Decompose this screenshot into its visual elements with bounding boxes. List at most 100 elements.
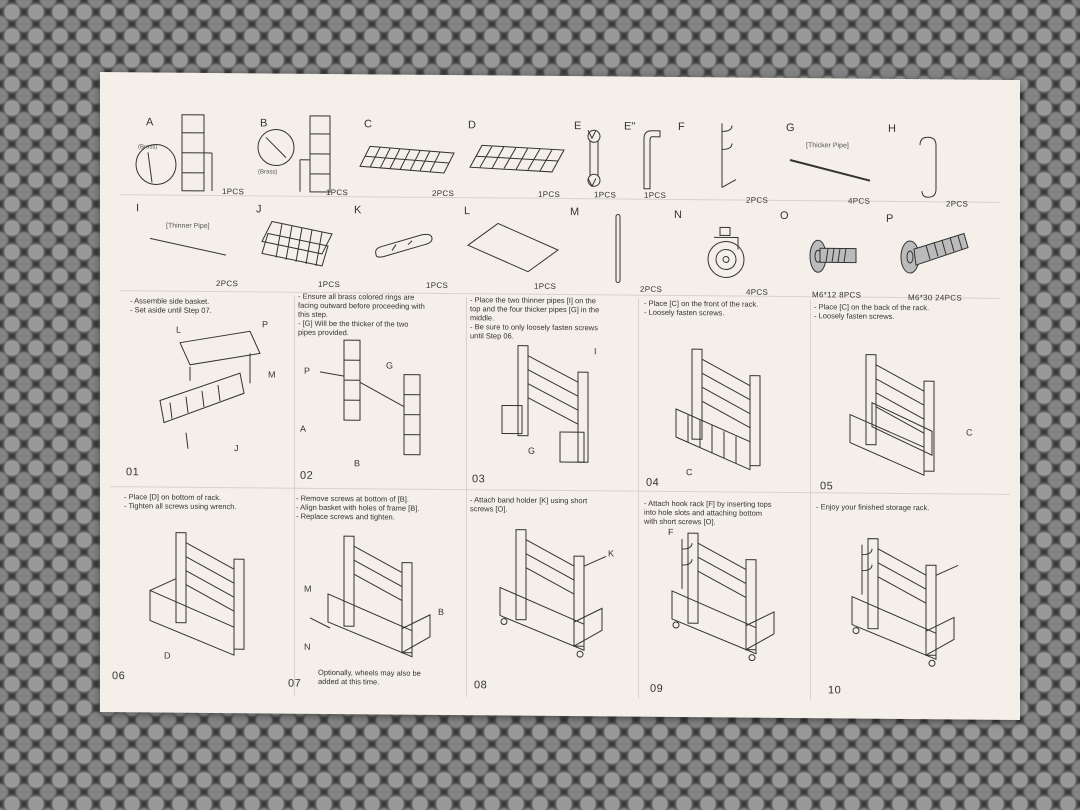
callout-p: P xyxy=(304,366,310,376)
step-03-instructions: - Place the two thinner pipes [I] on the… xyxy=(470,295,600,341)
hook-rack-drawing xyxy=(721,123,737,188)
part-h-qty: 2PCS xyxy=(946,199,969,209)
step-06-number: 06 xyxy=(112,670,126,683)
callout-b: B xyxy=(438,607,444,617)
callout-j: J xyxy=(234,443,238,453)
rod-drawing xyxy=(615,214,621,284)
step-07-optional-note: Optionally, wheels may also be added at … xyxy=(318,667,421,687)
callout-g: G xyxy=(386,360,393,370)
part-i-note: [Thinner Pipe] xyxy=(166,222,210,230)
part-m-letter: M xyxy=(570,206,580,219)
thin-pipe-drawing xyxy=(149,237,227,256)
callout-a: A xyxy=(300,424,306,434)
step-04-instructions: - Place [C] on the front of the rack. - … xyxy=(644,298,759,318)
step-09-diagram: F xyxy=(668,527,775,662)
part-e-qty: 1PCS xyxy=(594,190,617,200)
callout-m: M xyxy=(268,369,275,379)
step-04-diagram: C xyxy=(675,348,761,477)
part-c-letter: C xyxy=(364,118,372,131)
callout-d: D xyxy=(164,651,171,661)
step-07-number: 07 xyxy=(288,677,302,690)
callout-l: L xyxy=(176,325,181,335)
part-j-letter: J xyxy=(256,203,262,216)
step-05-number: 05 xyxy=(820,480,834,493)
allen-key-icon xyxy=(643,130,661,190)
step-10-instructions: - Enjoy your finished storage rack. xyxy=(816,502,930,513)
divider xyxy=(466,297,467,698)
part-o-letter: O xyxy=(780,209,789,222)
part-b-qty: 1PCS xyxy=(326,187,349,198)
frame-drawing xyxy=(467,222,559,273)
step-02-instructions: - Ensure all brass colored rings are fac… xyxy=(298,291,425,338)
part-f-qty: 2PCS xyxy=(746,195,769,205)
part-k-letter: K xyxy=(354,204,362,217)
step-09-instructions: - Attach hook rack [F] by inserting tops… xyxy=(644,498,772,527)
step-09-number: 09 xyxy=(650,682,664,695)
s-hook-drawing xyxy=(919,136,937,198)
step-04-number: 04 xyxy=(646,476,660,489)
part-h-letter: H xyxy=(888,122,896,135)
step-06-instructions: - Place [D] on bottom of rack. - Tighten… xyxy=(124,492,237,512)
part-e2-letter: E" xyxy=(624,120,636,133)
part-b-drawing xyxy=(257,115,331,193)
part-n-qty: 4PCS xyxy=(746,287,769,297)
part-l-letter: L xyxy=(464,205,471,218)
callout-n: N xyxy=(304,642,310,652)
part-n-letter: N xyxy=(674,208,682,222)
basket-drawing xyxy=(261,220,333,267)
callout-p: P xyxy=(262,319,268,329)
part-p-qty: M6*30 24PCS xyxy=(908,293,962,303)
callout-c: C xyxy=(966,428,973,438)
step-03-number: 03 xyxy=(472,473,486,486)
part-m-qty: 2PCS xyxy=(640,284,663,294)
part-c-drawing xyxy=(359,145,455,174)
long-screw-drawing xyxy=(900,232,969,274)
step-07-instructions: - Remove screws at bottom of [B]. - Alig… xyxy=(296,493,420,522)
callout-m: M xyxy=(304,584,311,594)
callout-g: G xyxy=(528,446,535,456)
step-08-instructions: - Attach band holder [K] using short scr… xyxy=(470,495,588,514)
step-01-instructions: - Assemble side basket. - Set aside unti… xyxy=(130,296,212,315)
part-e-letter: E xyxy=(574,120,582,133)
instruction-sheet: A (Brass) 1PCS B (Brass) 1PCS C 2PCS D 1… xyxy=(100,71,1020,721)
step-02-number: 02 xyxy=(300,469,314,482)
step-02-diagram: P G A B xyxy=(300,339,421,468)
part-l-qty: 1PCS xyxy=(534,281,557,291)
step-06-diagram: D xyxy=(149,532,245,661)
callout-k: K xyxy=(608,548,614,558)
part-i-letter: I xyxy=(136,202,140,215)
step-01-number: 01 xyxy=(126,466,140,479)
part-j-qty: 1PCS xyxy=(318,279,341,290)
part-d-drawing xyxy=(469,144,565,173)
part-g-qty: 4PCS xyxy=(848,196,871,206)
step-08-number: 08 xyxy=(474,679,488,692)
step-01-diagram: L P M J xyxy=(159,319,275,453)
callout-b: B xyxy=(354,458,360,468)
wrench-icon xyxy=(587,129,601,188)
step-05-instructions: - Place [C] on the back of the rack. - L… xyxy=(814,302,930,321)
part-g-letter: G xyxy=(786,121,795,135)
callout-f: F xyxy=(668,527,674,537)
part-d-letter: D xyxy=(468,119,476,132)
part-f-letter: F xyxy=(678,121,685,134)
wheel-drawing xyxy=(707,226,745,278)
thick-pipe-drawing xyxy=(789,159,871,182)
part-c-qty: 2PCS xyxy=(432,188,455,199)
part-o-qty: M6*12 8PCS xyxy=(812,290,862,300)
part-d-qty: 1PCS xyxy=(538,189,561,200)
step-10-diagram xyxy=(851,538,959,667)
part-i-qty: 2PCS xyxy=(216,278,239,289)
part-k-qty: 1PCS xyxy=(426,280,449,291)
step-03-diagram: I G xyxy=(501,345,597,463)
part-p-letter: P xyxy=(886,212,894,225)
callout-i: I xyxy=(594,346,597,356)
part-a-qty: 1PCS xyxy=(222,187,245,197)
band-holder-drawing xyxy=(375,233,433,258)
short-screw-drawing xyxy=(809,239,857,273)
step-05-diagram: C xyxy=(849,354,973,476)
part-g-note: [Thicker Pipe] xyxy=(806,142,849,150)
step-10-number: 10 xyxy=(828,684,842,697)
callout-c: C xyxy=(686,467,693,477)
step-07-diagram: M B N xyxy=(304,535,444,658)
part-e2-qty: 1PCS xyxy=(644,190,667,200)
